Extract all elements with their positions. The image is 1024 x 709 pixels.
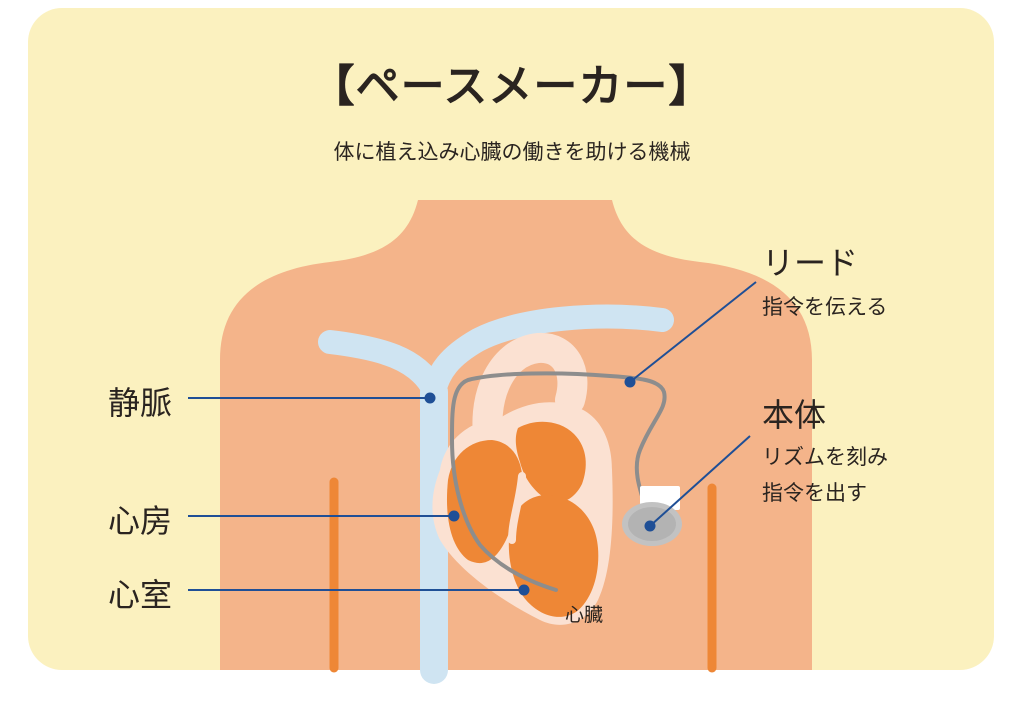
lead-wire	[449, 371, 667, 592]
pointer-lines	[188, 281, 757, 591]
label-atrium: 心房	[108, 502, 173, 540]
vein-vessels	[318, 304, 674, 684]
label-body: 本体	[762, 396, 827, 434]
heart	[432, 332, 613, 625]
label-ventricle: 心室	[108, 576, 173, 614]
label-vein: 静脈	[108, 384, 173, 422]
label-body-desc-1: リズムを刻み	[762, 445, 888, 469]
label-body-desc-2: 指令を出す	[762, 481, 867, 505]
diagram-subtitle: 体に植え込み心臓の働きを助ける機械	[333, 140, 691, 164]
diagram-title: 【ペースメーカー】	[310, 61, 714, 112]
pointer-dots	[424, 376, 656, 596]
label-lead: リード	[762, 244, 859, 282]
label-lead-desc: 指令を伝える	[762, 295, 888, 319]
label-heart: 心臓	[565, 604, 604, 626]
